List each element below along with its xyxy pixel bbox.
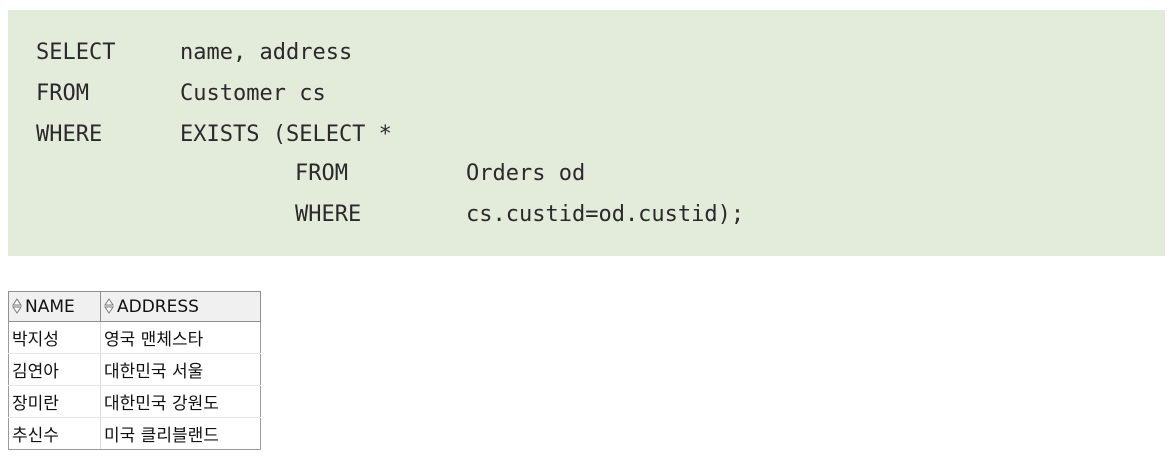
sql-subquery-keyword: FROM [295,161,348,186]
cell-address[interactable]: 대한민국 서울 [100,353,261,386]
cell-name[interactable]: 장미란 [8,385,101,418]
sql-keyword: FROM [36,81,89,106]
column-header-label: ADDRESS [117,296,199,317]
sql-keyword: WHERE [36,122,103,147]
sql-keyword: SELECT [36,40,116,65]
result-header-row: NAME ADDRESS [8,291,261,322]
cell-address[interactable]: 영국 맨체스타 [100,321,261,354]
table-row[interactable]: 추신수 미국 클리블랜드 [8,417,261,450]
sql-argument: EXISTS (SELECT * [180,122,392,147]
sort-icon[interactable] [12,297,22,314]
sql-subquery-argument: cs.custid=od.custid); [466,202,745,227]
cell-name[interactable]: 김연아 [8,353,101,386]
sql-argument: Customer cs [180,81,326,106]
cell-address[interactable]: 대한민국 강원도 [100,385,261,418]
column-header-address[interactable]: ADDRESS [100,291,261,322]
cell-name[interactable]: 박지성 [8,321,101,354]
sort-icon[interactable] [104,297,114,314]
sql-subquery-keyword: WHERE [295,202,362,227]
sql-subquery-argument: Orders od [466,161,586,186]
cell-address[interactable]: 미국 클리블랜드 [100,417,261,450]
table-row[interactable]: 김연아 대한민국 서울 [8,353,261,386]
sql-query-panel: SELECT name, address FROM Customer cs WH… [8,10,1165,256]
column-header-name[interactable]: NAME [8,291,101,322]
cell-name[interactable]: 추신수 [8,417,101,450]
sql-argument: name, address [180,40,353,65]
column-header-label: NAME [25,296,75,317]
table-row[interactable]: 장미란 대한민국 강원도 [8,385,261,418]
table-row[interactable]: 박지성 영국 맨체스타 [8,321,261,354]
query-result-grid: NAME ADDRESS 박지성 영국 맨체스타 김연아 대한민국 서울 장미란… [8,291,261,450]
